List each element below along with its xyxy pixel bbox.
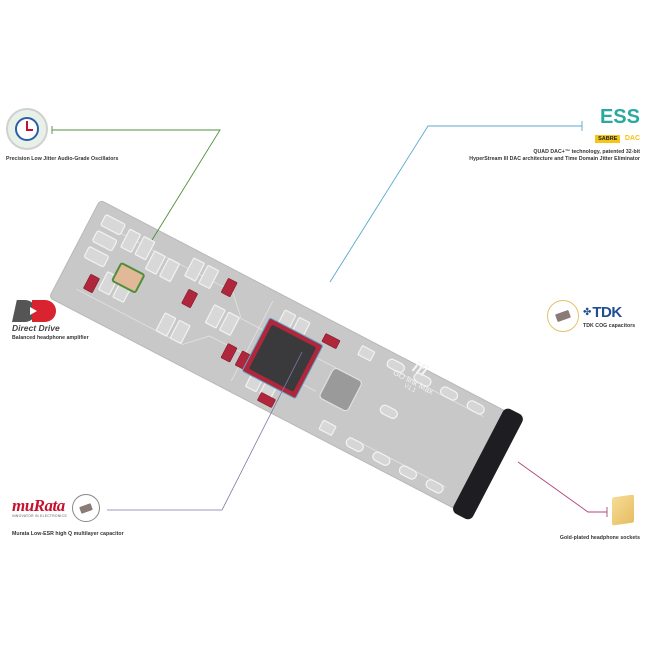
dac-label: DAC	[624, 135, 640, 142]
direct-drive-feature: Direct Drive Balanced headphone amplifie…	[12, 300, 89, 341]
murata-feature: muRata INNOVATOR IN ELECTRONICS Murata L…	[12, 494, 124, 537]
oscillator-chip	[111, 262, 145, 294]
gold-plate-icon	[612, 494, 634, 526]
tdk-emblem-icon: ✤	[583, 306, 592, 318]
ess-logo-text: ESS	[599, 106, 640, 128]
murata-callout-line	[107, 351, 303, 511]
oscillator-caption: Precision Low Jitter Audio-Grade Oscilla…	[6, 156, 119, 162]
socket-feature: Gold-plated headphone sockets	[559, 494, 640, 541]
murata-capacitor-icon	[71, 494, 100, 522]
direct-drive-caption: Balanced headphone amplifier	[12, 335, 89, 341]
ess-callout-line	[329, 121, 583, 283]
sabre-badge: SABRE	[595, 135, 621, 143]
tdk-feature: ✤ TDK TDK COG capacitors	[547, 300, 635, 332]
ess-caption-line1: QUAD DAC+™ technology, patented 32-bit	[533, 149, 640, 155]
ess-feature: ESS SABRE DAC QUAD DAC+™ technology, pat…	[469, 106, 640, 162]
ess-caption-line2: HyperStream III DAC architecture and Tim…	[469, 156, 640, 162]
oscillator-callout-line	[51, 126, 221, 241]
dac-chip	[249, 325, 316, 392]
socket-caption: Gold-plated headphone sockets	[559, 535, 640, 541]
murata-logo-text: muRata	[12, 496, 65, 515]
direct-drive-logo-text: Direct Drive	[12, 323, 60, 333]
oscillator-feature: Precision Low Jitter Audio-Grade Oscilla…	[6, 108, 118, 162]
tdk-logo-text: TDK	[592, 303, 622, 321]
murata-logo-subtext: INNOVATOR IN ELECTRONICS	[12, 514, 67, 518]
pcb-board	[50, 200, 523, 520]
headphone-socket	[453, 408, 523, 520]
tdk-logo: ✤ TDK	[583, 304, 635, 321]
socket-callout-line	[517, 461, 608, 517]
ess-logo: ESS SABRE DAC	[595, 106, 640, 145]
clock-icon	[6, 108, 48, 150]
murata-caption: Murata Low-ESR high Q multilayer capacit…	[12, 531, 124, 537]
tdk-capacitor-icon	[547, 300, 579, 332]
direct-drive-logo-icon	[12, 300, 58, 322]
tdk-caption: TDK COG capacitors	[583, 322, 636, 329]
